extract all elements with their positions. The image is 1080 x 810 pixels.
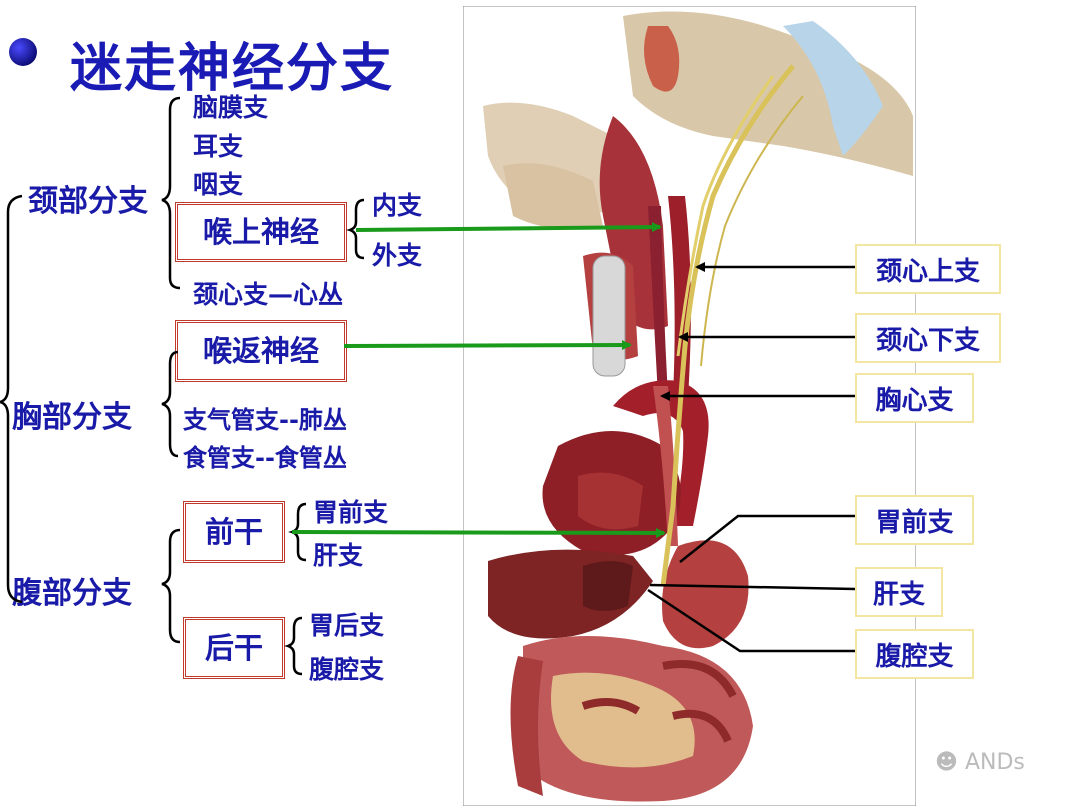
label-thoracic-cardiac: 胸心支 (855, 373, 974, 423)
superior-laryngeal-brace (346, 198, 365, 260)
posterior-gastric-branch: 胃后支 (309, 611, 385, 640)
anatomy-illustration (463, 6, 916, 806)
label-anterior-gastric: 胃前支 (855, 495, 974, 545)
posterior-trunk-brace (284, 616, 303, 676)
label-superior-cervical-cardiac: 颈心上支 (855, 244, 1001, 294)
page-title: 迷走神经分支 (70, 39, 395, 99)
arrow-superior-laryngeal (355, 222, 662, 233)
arrow-recurrent-laryngeal (343, 340, 632, 351)
anterior-gastric-branch: 胃前支 (313, 498, 389, 527)
thoracic-brace (161, 350, 179, 458)
internal-branch: 内支 (372, 191, 423, 220)
superior-laryngeal-box: 喉上神经 (175, 202, 347, 262)
esophageal-branch: 食管支--食管丛 (183, 444, 347, 472)
wechat-icon: ☻ (935, 750, 958, 775)
recurrent-laryngeal-box: 喉返神经 (175, 320, 347, 382)
cervical-brace (161, 96, 181, 290)
abdominal-brace (161, 528, 181, 644)
auricular-branch: 耳支 (193, 132, 244, 161)
watermark: ☻ ANDs (935, 750, 1025, 775)
recurrent-laryngeal-nerve: 喉返神经 (202, 334, 319, 368)
leader-hepatic (649, 583, 856, 591)
label-hepatic: 肝支 (855, 567, 943, 617)
anterior-trunk-box: 前干 (183, 501, 285, 563)
superior-laryngeal-nerve: 喉上神经 (202, 215, 319, 249)
pharyngeal-branch: 咽支 (193, 170, 244, 199)
cervical-branches-label: 颈部分支 (28, 184, 148, 219)
bronchial-branch: 支气管支--肺丛 (183, 406, 347, 434)
label-inferior-cervical-cardiac: 颈心下支 (855, 313, 1001, 363)
posterior-trunk: 后干 (204, 631, 263, 665)
cervical-cardiac-branch: 颈心支—心丛 (193, 280, 344, 309)
celiac-branch: 腹腔支 (309, 655, 385, 684)
posterior-trunk-box: 后干 (183, 617, 285, 679)
label-celiac: 腹腔支 (855, 629, 974, 679)
meningeal-branch: 脑膜支 (193, 93, 269, 122)
hepatic-branch: 肝支 (313, 541, 364, 570)
external-branch: 外支 (372, 241, 423, 270)
leader-anterior-gastric (679, 514, 855, 563)
arrow-anterior-trunk (291, 527, 666, 538)
bullet-icon (9, 38, 37, 66)
leader-celiac (647, 588, 855, 653)
main-brace (0, 194, 23, 604)
watermark-text: ANDs (964, 750, 1025, 775)
thoracic-branches-label: 胸部分支 (12, 400, 132, 435)
anterior-trunk: 前干 (204, 515, 263, 549)
abdominal-branches-label: 腹部分支 (12, 576, 132, 611)
